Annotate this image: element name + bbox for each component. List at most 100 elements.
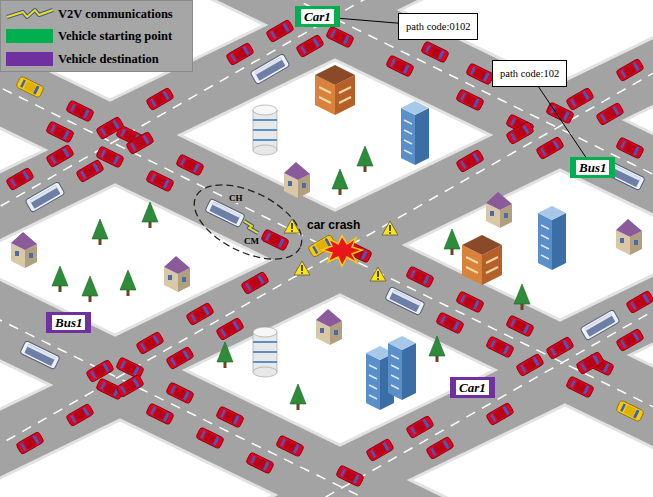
car xyxy=(146,403,175,425)
house xyxy=(164,256,190,292)
car xyxy=(146,87,175,110)
car xyxy=(616,328,645,351)
building xyxy=(388,336,416,400)
cluster-head-label: CH xyxy=(228,193,244,203)
car xyxy=(76,159,105,182)
car xyxy=(406,415,435,438)
bus xyxy=(250,53,290,84)
tree xyxy=(52,266,68,292)
crash-scene xyxy=(284,219,398,281)
legend-row: Vehicle starting point xyxy=(1,26,192,46)
crash-label: car crash xyxy=(306,218,361,232)
car xyxy=(456,149,485,172)
legend-text: Vehicle destination xyxy=(58,49,159,69)
car xyxy=(246,452,275,474)
city-block xyxy=(185,295,495,445)
warning-sign xyxy=(284,219,300,233)
car xyxy=(516,353,545,376)
building xyxy=(401,101,429,165)
tree xyxy=(429,336,445,362)
car xyxy=(66,403,95,426)
car xyxy=(136,331,165,354)
car xyxy=(296,34,325,57)
buildings-and-trees xyxy=(11,65,642,410)
tree xyxy=(82,276,98,302)
house xyxy=(316,309,342,345)
car xyxy=(6,167,35,190)
car xyxy=(566,87,595,110)
warning-sign xyxy=(382,221,398,235)
car xyxy=(266,19,295,42)
cluster-ellipse xyxy=(183,170,314,275)
tree xyxy=(142,202,158,228)
city-block xyxy=(410,405,653,497)
lane-line xyxy=(0,0,653,455)
car xyxy=(226,42,255,65)
car xyxy=(616,137,645,159)
car xyxy=(466,63,495,85)
building xyxy=(462,235,502,285)
tree xyxy=(92,219,108,245)
v2v-link xyxy=(244,221,258,233)
car xyxy=(241,271,270,294)
tree xyxy=(290,384,306,410)
car xyxy=(116,374,145,397)
shop xyxy=(486,192,512,228)
car xyxy=(506,121,535,144)
car xyxy=(421,41,450,63)
car xyxy=(406,266,435,288)
building xyxy=(538,206,566,270)
car xyxy=(46,144,75,167)
tree xyxy=(444,229,460,255)
vehicle-tag: Car1 xyxy=(450,377,495,398)
car xyxy=(486,402,515,425)
car xyxy=(86,359,115,382)
v2v-symbol-core xyxy=(7,10,53,17)
legend-swatch xyxy=(6,29,53,43)
tree xyxy=(120,270,136,296)
city-block xyxy=(0,420,275,497)
car xyxy=(66,100,95,122)
vehicle-tag: Bus1 xyxy=(46,312,91,333)
car xyxy=(46,121,75,143)
car xyxy=(486,336,515,358)
legend-swatch xyxy=(6,52,53,66)
car xyxy=(126,131,155,154)
vehicles xyxy=(6,19,653,487)
house xyxy=(11,232,37,268)
cluster-member-label: CM xyxy=(243,236,260,246)
city-block xyxy=(0,0,265,100)
legend-text: V2V communications xyxy=(58,4,173,24)
car xyxy=(16,431,45,454)
car xyxy=(146,170,175,192)
car xyxy=(96,116,125,139)
car xyxy=(426,436,455,459)
car xyxy=(276,435,305,457)
house xyxy=(616,219,642,255)
lane-line xyxy=(0,0,653,403)
leader-line xyxy=(340,18,398,23)
vehicle-tag: Car1 xyxy=(295,6,340,27)
car xyxy=(596,102,625,125)
car xyxy=(576,351,605,374)
bus xyxy=(25,181,65,212)
car xyxy=(326,26,355,48)
taxi xyxy=(616,400,645,422)
car xyxy=(386,55,415,77)
car xyxy=(176,154,205,176)
leader-line xyxy=(539,87,586,157)
city-block xyxy=(180,60,490,210)
node-text: path code:0102 xyxy=(406,20,470,33)
tree xyxy=(217,342,233,368)
v2v-symbol xyxy=(5,6,55,22)
car xyxy=(436,312,465,334)
warning-sign xyxy=(370,267,386,281)
v2v-link xyxy=(244,221,258,233)
legend-box: V2V communicationsVehicle starting point… xyxy=(0,0,193,72)
legend-text: Vehicle starting point xyxy=(58,26,172,46)
tree xyxy=(332,169,348,195)
car xyxy=(196,427,225,449)
v2v-symbol-outline xyxy=(7,10,53,17)
